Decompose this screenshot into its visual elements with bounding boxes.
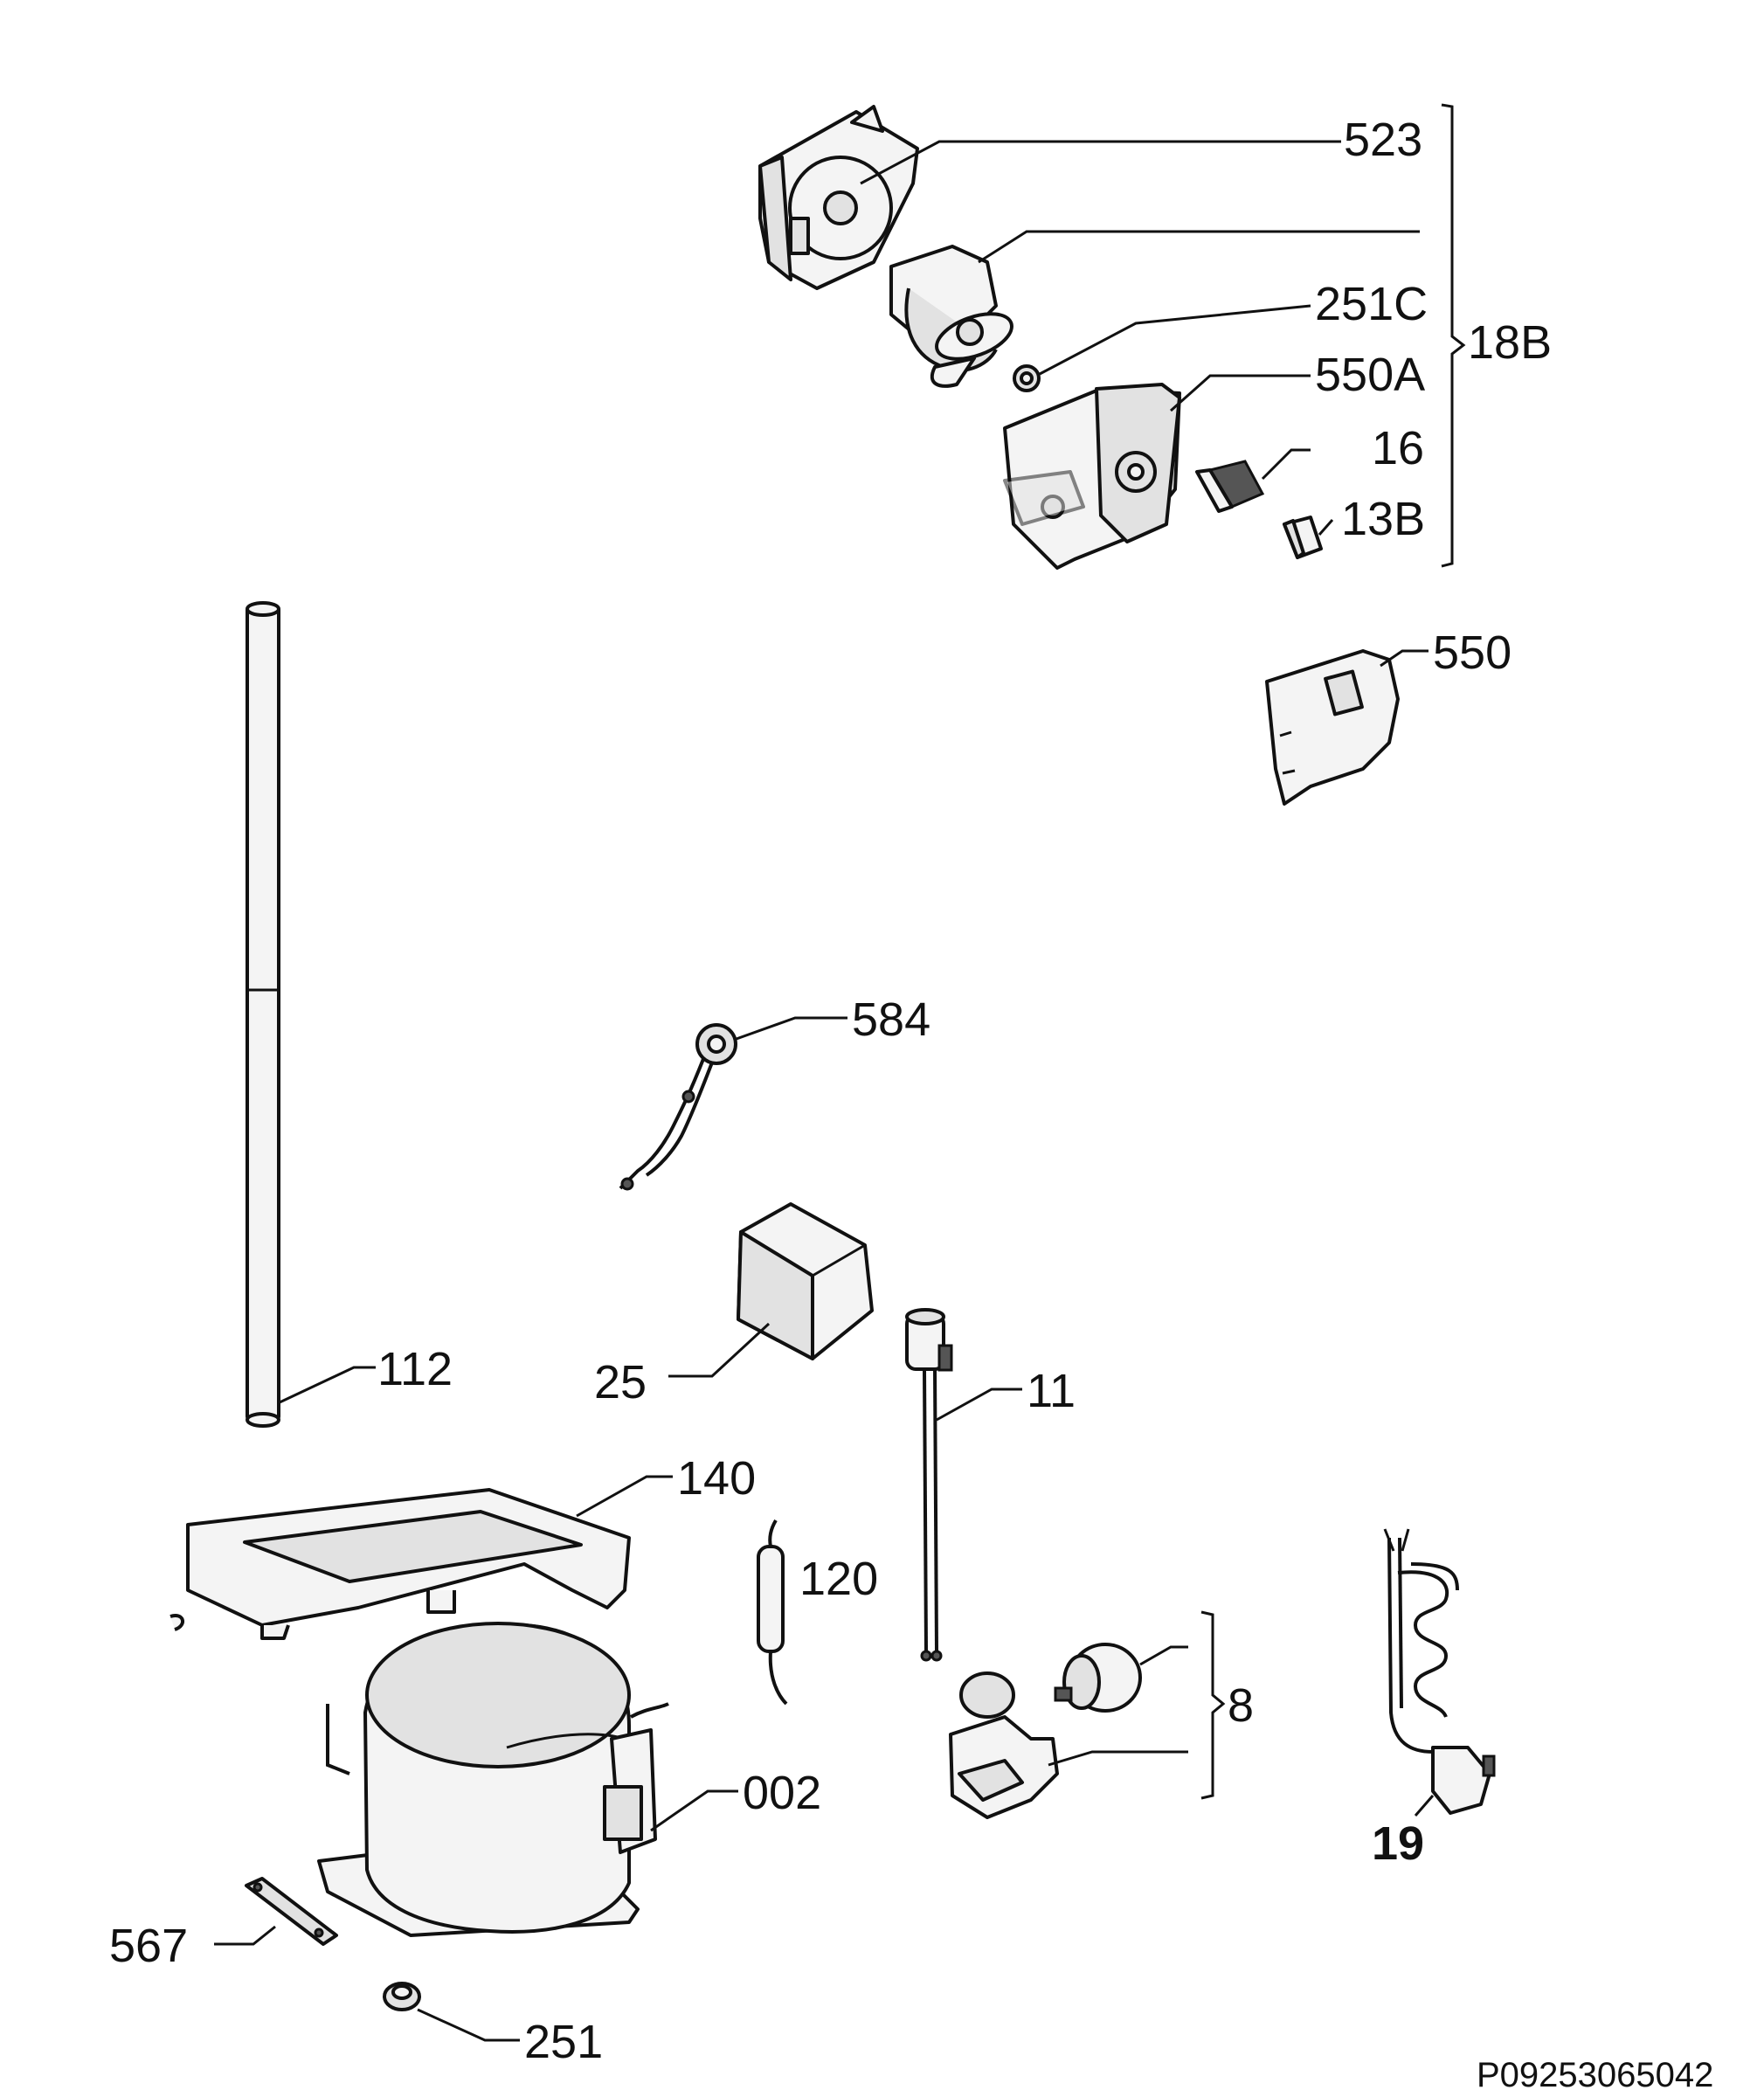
label-550A: 550A <box>1315 349 1425 401</box>
reference-code: P09253065042 <box>1477 2056 1713 2094</box>
label-523: 523 <box>1344 114 1422 166</box>
label-140: 140 <box>677 1452 756 1505</box>
part-550A-housing <box>1003 383 1181 570</box>
label-567: 567 <box>109 1920 188 1972</box>
part-16-switch <box>1195 460 1265 513</box>
label-8: 8 <box>1228 1679 1254 1732</box>
part-002-compressor <box>317 1622 669 1937</box>
part-550-cover <box>1265 649 1400 806</box>
label-251C: 251C <box>1315 278 1428 330</box>
label-584: 584 <box>852 993 930 1046</box>
part-112-tube <box>246 601 280 1428</box>
label-19: 19 <box>1372 1817 1424 1870</box>
part-8-relay <box>949 1643 1142 1819</box>
label-16: 16 <box>1372 422 1424 474</box>
label-11: 11 <box>1027 1365 1076 1417</box>
label-18B: 18B <box>1468 316 1552 369</box>
label-002: 002 <box>743 1767 821 1819</box>
part-11-capacitor <box>905 1308 953 1662</box>
label-13B: 13B <box>1341 493 1425 545</box>
part-13B-button <box>1283 516 1323 559</box>
part-25-box <box>737 1202 874 1360</box>
part-fan-motor <box>889 245 1013 388</box>
label-120: 120 <box>799 1553 878 1605</box>
label-112: 112 <box>377 1343 453 1395</box>
label-25: 25 <box>594 1356 647 1408</box>
part-567-strap <box>245 1877 338 1946</box>
part-523-fan-housing <box>758 105 919 290</box>
label-550: 550 <box>1433 626 1512 679</box>
part-120-dryer <box>757 1519 788 1706</box>
bracket-18B <box>1441 103 1466 568</box>
part-584-clip <box>619 1023 737 1191</box>
part-251C-nut <box>1013 364 1041 392</box>
part-251-grommet <box>383 1982 421 2011</box>
part-140-tray <box>169 1488 631 1640</box>
label-251: 251 <box>524 2016 603 2068</box>
part-19-power-cord <box>1383 1528 1496 1815</box>
